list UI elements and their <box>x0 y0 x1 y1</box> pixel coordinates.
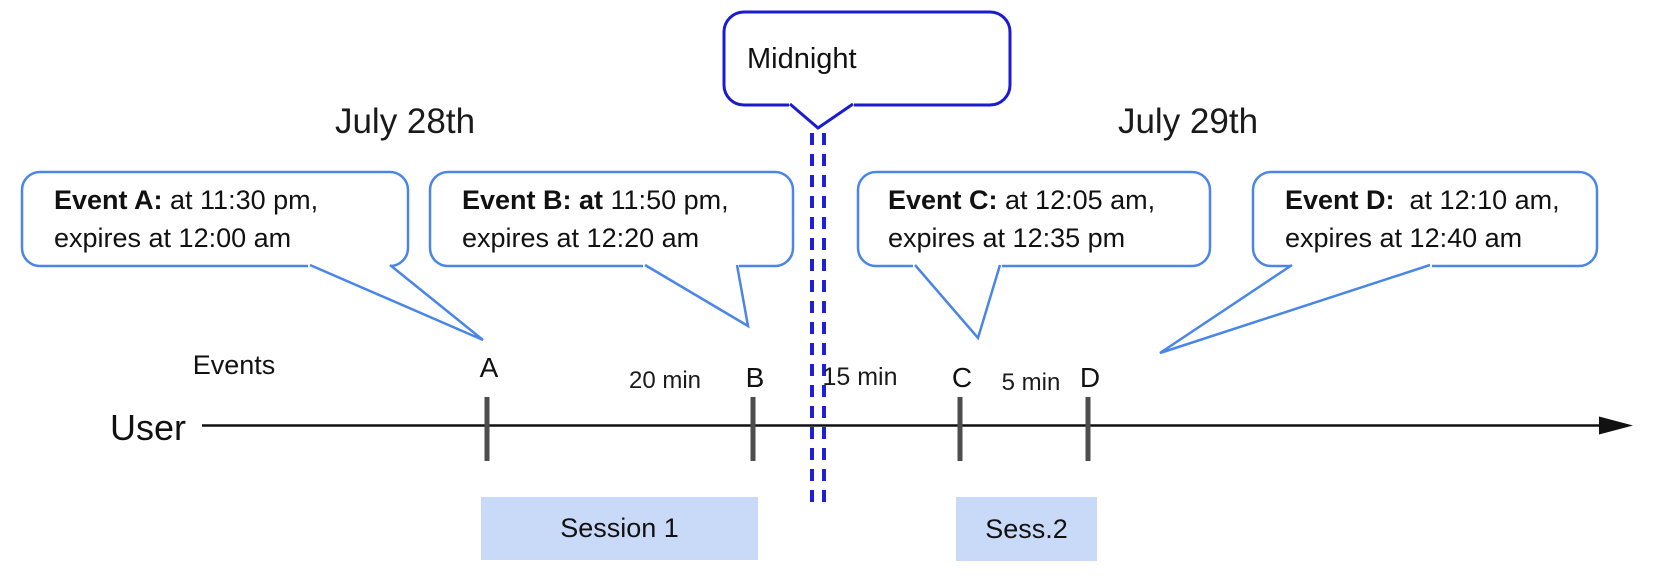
event-b-tail-mask <box>643 262 739 269</box>
event-a-tail-mask <box>308 262 392 269</box>
session-1-box: Session 1 <box>481 497 758 560</box>
event-c-bubble <box>856 170 1212 268</box>
event-a-bubble <box>20 170 410 268</box>
session-2-label: Sess.2 <box>985 513 1068 544</box>
interval-bc-label: 15 min <box>822 363 898 391</box>
tick-label-c: C <box>951 362 973 393</box>
event-a-text: Event A: at 11:30 pm, expires at 12:00 a… <box>54 181 318 257</box>
events-row-label: Events <box>192 350 276 380</box>
event-c-text: Event C: at 12:05 am, expires at 12:35 p… <box>888 181 1155 257</box>
event-b-bubble <box>428 170 795 268</box>
event-c-time: at 12:05 am, <box>997 185 1156 215</box>
event-b-title: Event B: at <box>462 185 604 215</box>
event-b-time: 11:50 pm, <box>603 185 729 215</box>
tick-label-d: D <box>1079 362 1101 393</box>
event-d-time: at 12:10 am, <box>1394 185 1560 215</box>
event-c-line1: Event C: at 12:05 am, <box>888 181 1155 219</box>
midnight-tail-mask <box>789 101 854 108</box>
tick-label-a: A <box>479 352 499 383</box>
user-row-label: User <box>110 407 187 448</box>
event-b-tail <box>644 263 750 329</box>
midnight-bubble <box>722 10 1012 107</box>
event-a-tail <box>309 263 484 342</box>
date-right-heading: July 29th <box>1117 102 1259 141</box>
session-1-label: Session 1 <box>560 513 679 543</box>
event-c-line2: expires at 12:35 pm <box>888 223 1126 253</box>
midnight-tail <box>789 102 854 130</box>
event-b-line2: expires at 12:20 am <box>462 223 700 253</box>
session-2-box: Sess.2 <box>956 497 1097 561</box>
date-left-heading: July 28th <box>334 102 476 141</box>
event-c-title: Event C: <box>888 185 998 215</box>
interval-ab-label: 20 min <box>628 367 702 394</box>
event-b-line1: Event B: at 11:50 pm, <box>462 181 729 219</box>
tick-label-b: B <box>745 362 765 393</box>
event-d-tail <box>1159 263 1431 355</box>
event-b-text: Event B: at 11:50 pm, expires at 12:20 a… <box>462 181 729 257</box>
event-a-title: Event A: <box>54 185 163 215</box>
interval-cd-label: 5 min <box>1001 369 1061 396</box>
event-a-line2: expires at 12:00 am <box>54 223 292 253</box>
event-a-time: at 11:30 pm, <box>162 185 319 215</box>
event-d-title: Event D: <box>1285 185 1395 215</box>
event-c-tail-mask <box>913 262 1002 269</box>
timeline-arrowhead-icon <box>1599 416 1633 435</box>
event-c-tail <box>914 264 1002 341</box>
event-d-text: Event D: at 12:10 am, expires at 12:40 a… <box>1285 181 1560 257</box>
event-d-tail-mask <box>1290 262 1432 269</box>
event-d-line1: Event D: at 12:10 am, <box>1285 181 1560 219</box>
event-d-line2: expires at 12:40 am <box>1285 223 1523 253</box>
midnight-label: Midnight <box>747 43 857 75</box>
event-a-line1: Event A: at 11:30 pm, <box>54 181 318 219</box>
